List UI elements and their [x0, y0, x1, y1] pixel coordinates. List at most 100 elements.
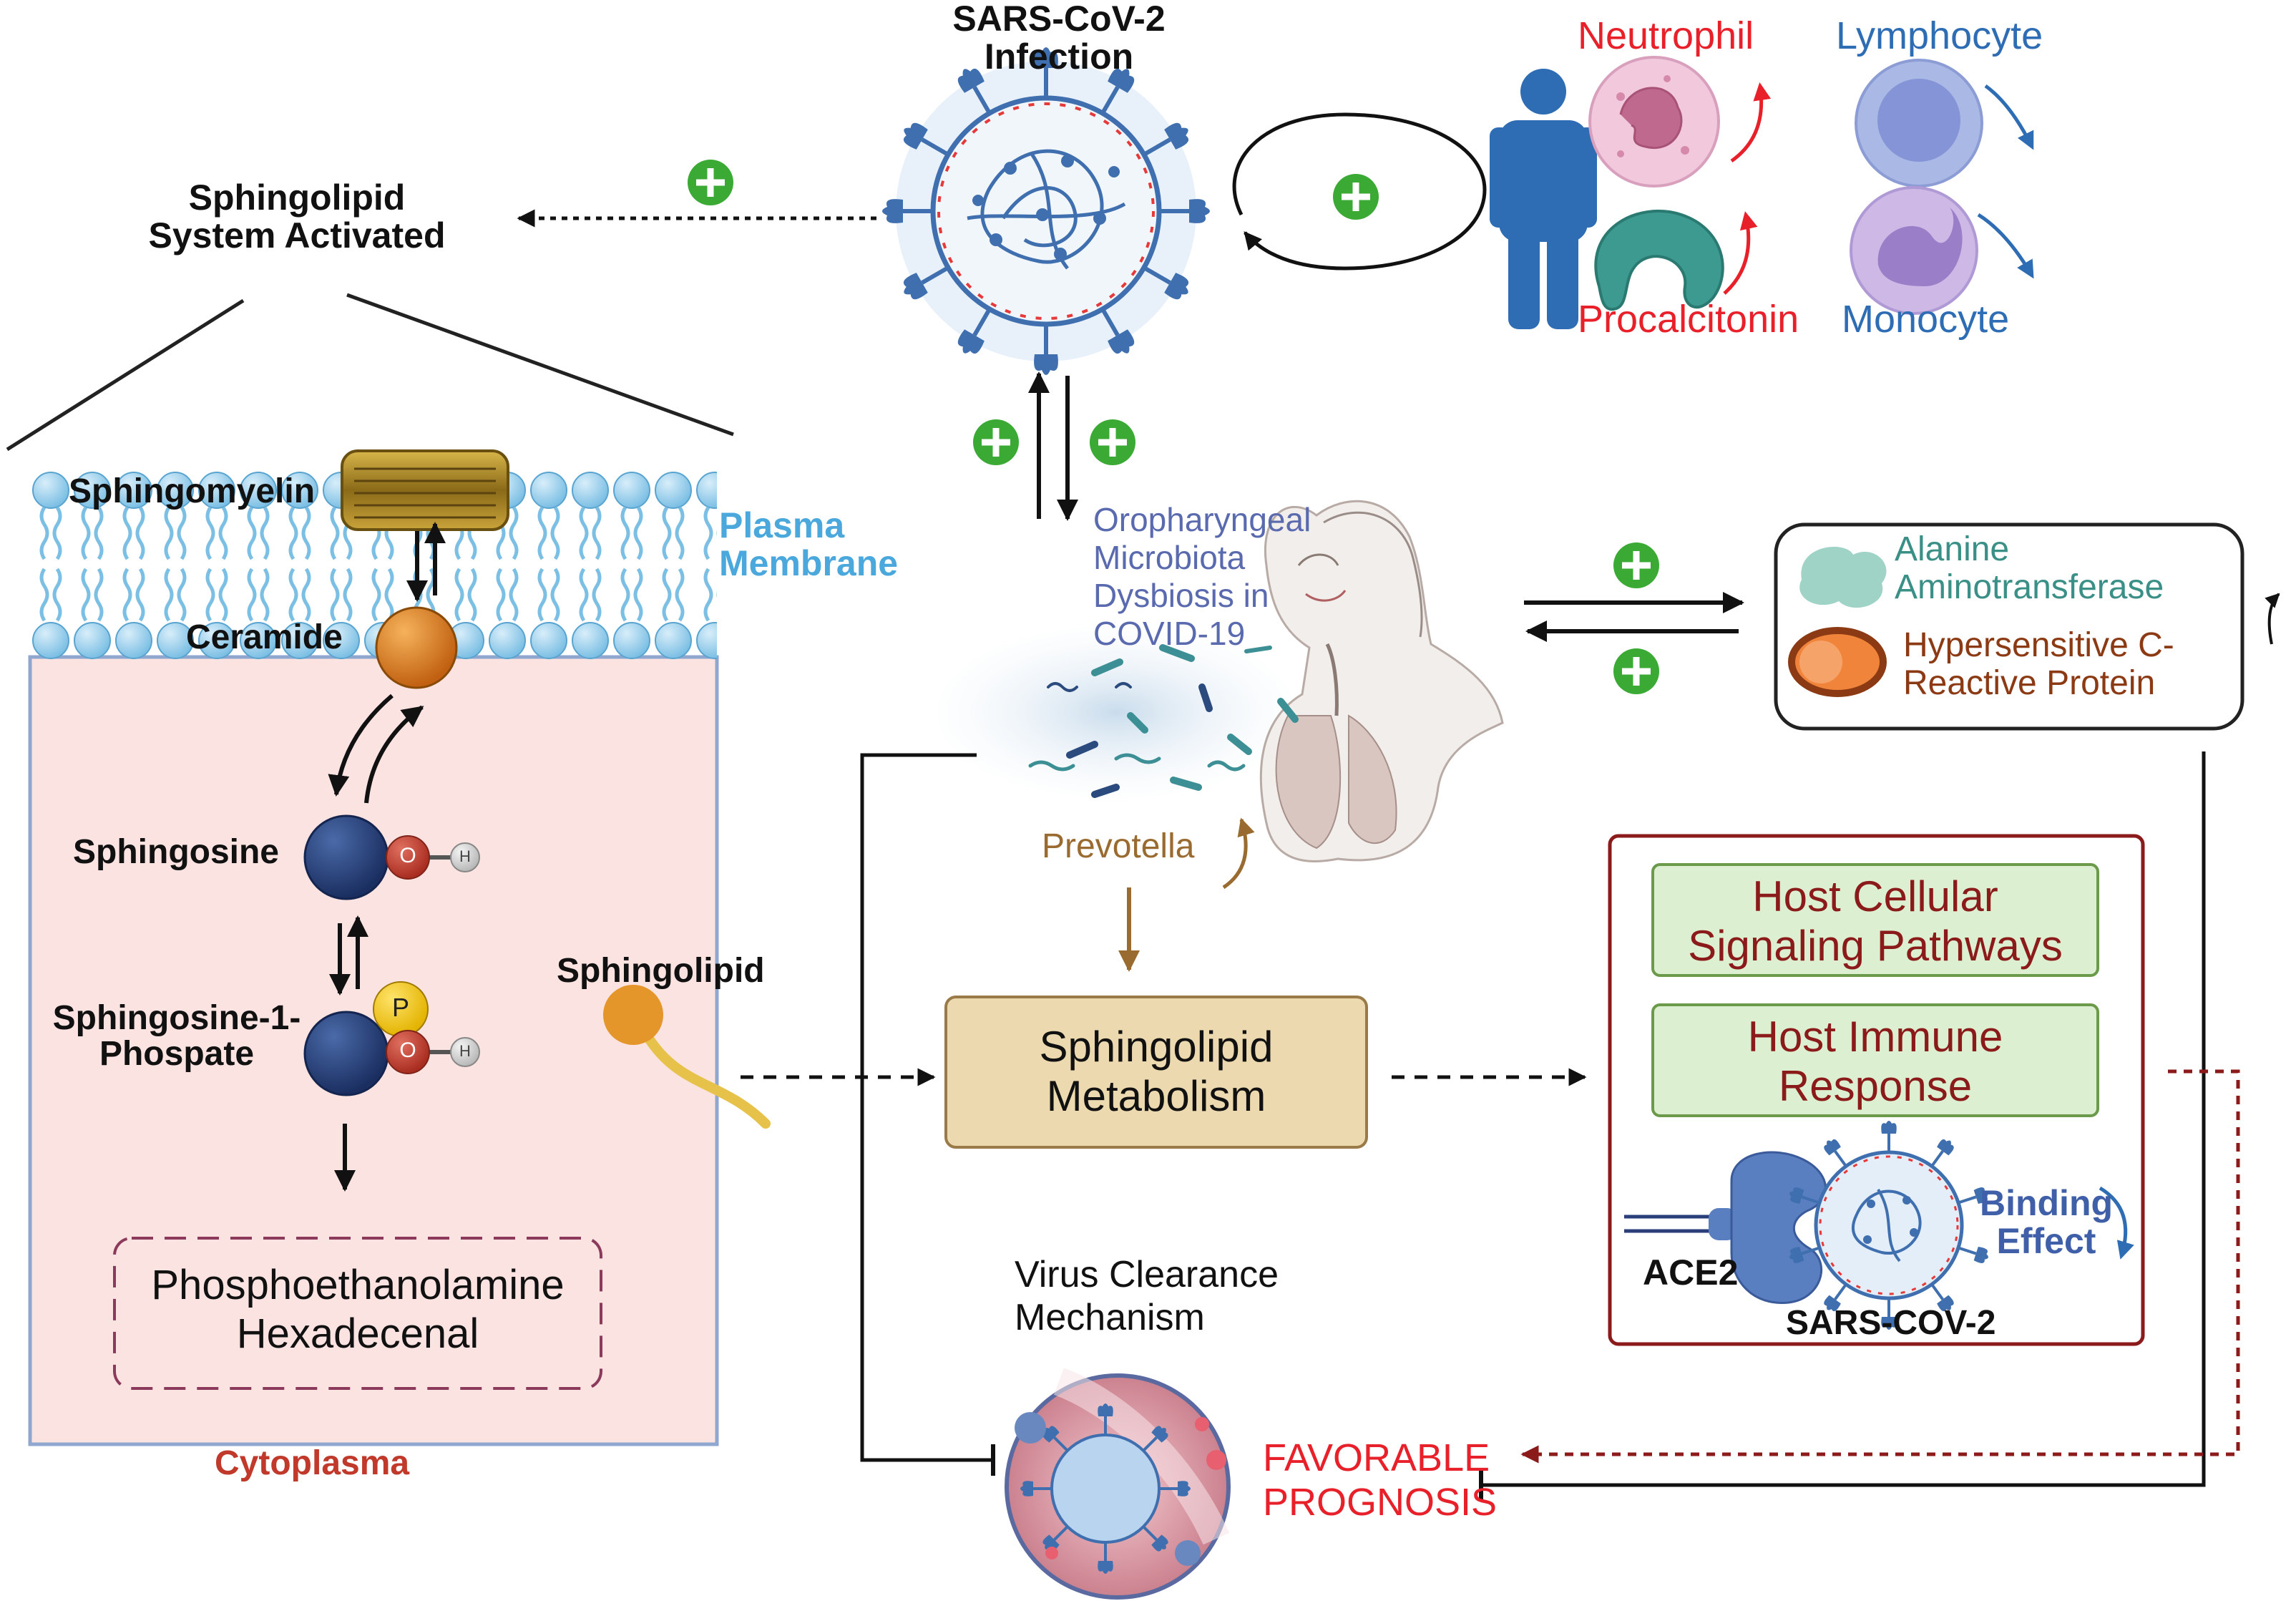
arrow-ceramide-to-sphingosine	[328, 694, 394, 797]
s1p-oxygen-label: O	[399, 1038, 416, 1062]
metabolism-line1: Sphingolipid	[1039, 1023, 1274, 1071]
host-signaling-line2: Signaling Pathways	[1688, 922, 2063, 970]
sphingosine-oxygen-label: O	[399, 844, 416, 867]
sars-infection-title: SARS-CoV-2 Infection	[930, 0, 1188, 75]
s1p-label-line2: Phospate	[99, 1035, 255, 1074]
patient-lungs-icon	[937, 500, 1504, 862]
sars-title-line2: Infection	[984, 36, 1134, 77]
s1p-phosphorus-label: P	[391, 993, 409, 1022]
neutrophil-cell-icon	[1588, 56, 1720, 188]
host-signaling-box	[1651, 863, 2099, 977]
arrow-markers-up	[2265, 593, 2280, 645]
arrow-monocyte-down	[1977, 213, 2034, 279]
sphingomyelin-icon	[341, 449, 509, 531]
procalcitonin-label: Procalcitonin	[1578, 298, 1799, 341]
arrow-prevotella-up	[1222, 817, 1255, 890]
virus-icon	[882, 47, 1210, 375]
hexadecenal-label: Hexadecenal	[236, 1310, 479, 1358]
prevotella-label: Prevotella	[1042, 827, 1195, 865]
plus-icon	[1333, 174, 1379, 220]
alt-line1: Alanine	[1895, 530, 2010, 568]
alt-line2: Aminotransferase	[1895, 568, 2164, 606]
zoom-line-left	[6, 298, 245, 452]
monocyte-label: Monocyte	[1842, 298, 2010, 341]
sphingosine-label: Sphingosine	[73, 833, 279, 871]
arrow-neutrophil-up	[1730, 82, 1772, 163]
s1p-hydrogen-label: H	[459, 1042, 471, 1060]
inhibition-line-microbiota	[860, 753, 993, 1462]
metabolism-line2: Metabolism	[1046, 1072, 1266, 1120]
crp-line1: Hypersensitive C-	[1903, 626, 2174, 664]
markers-box	[1774, 522, 2244, 731]
sphingolipid-molecule-icon	[603, 985, 771, 1129]
sphingomyelin-label: Sphingomyelin	[69, 472, 316, 510]
crp-label: Hypersensitive C- Reactive Protein	[1903, 626, 2174, 703]
binding-effect-label: Binding Effect	[1964, 1184, 2129, 1260]
plus-icon	[1613, 542, 1659, 588]
plasma-membrane-label: Plasma Membrane	[719, 507, 898, 582]
sphingolipid-label: Sphingolipid	[557, 952, 765, 990]
neutrophil-label: Neutrophil	[1578, 14, 1754, 57]
binding-line1: Binding	[1979, 1183, 2114, 1223]
metabolism-box	[944, 996, 1368, 1149]
crp-protein-icon	[1788, 627, 1887, 697]
procalcitonin-icon	[1594, 209, 1724, 311]
s1p-molecule-icon	[303, 981, 480, 1096]
oropharyngeal-label: Oropharyngeal Microbiota Dysbiosis in CO…	[1093, 501, 1311, 653]
ceramide-molecule-icon	[375, 606, 458, 689]
bacteria-icon	[1028, 644, 1299, 798]
sphingosine-molecule-icon	[303, 814, 480, 900]
host-immune-box	[1651, 1003, 2099, 1117]
sphingolipid-system-line2: System Activated	[148, 215, 446, 256]
s1p-label-line1: Sphingosine-1-	[52, 999, 301, 1037]
lymphocyte-label: Lymphocyte	[1836, 14, 2043, 57]
inhibition-line-markers	[1481, 751, 2206, 1487]
sars-cov2-label: SARS-COV-2	[1786, 1304, 1996, 1342]
favorable-prognosis-label: FAVORABLE PROGNOSIS	[1263, 1436, 1497, 1524]
lymphocyte-cell-icon	[1855, 59, 1983, 188]
crp-line2: Reactive Protein	[1903, 663, 2156, 702]
plasma-membrane-line2: Membrane	[719, 542, 899, 583]
arrow-binding-effect	[2099, 1186, 2134, 1260]
products-label: Phosphoethanolamine Hexadecenal	[114, 1261, 601, 1359]
person-icon	[1490, 69, 1597, 329]
sphingolipid-system-line1: Sphingolipid	[188, 177, 406, 218]
arrow-feedback-loop	[1232, 112, 1487, 271]
metabolism-label: Sphingolipid Metabolism	[946, 1022, 1367, 1121]
ace2-label: ACE2	[1643, 1252, 1739, 1293]
virus-clearance-label: Virus Clearance Mechanism	[1015, 1254, 1279, 1340]
alt-enzyme-icon	[1799, 547, 1887, 608]
arrow-host-to-prognosis	[1520, 1069, 2240, 1464]
products-box	[113, 1237, 602, 1390]
oro-line2: Microbiota	[1093, 538, 1246, 576]
host-signaling-line1: Host Cellular	[1752, 872, 1998, 920]
favorable-line2: PROGNOSIS	[1263, 1481, 1498, 1524]
alt-label: Alanine Aminotransferase	[1895, 530, 2164, 607]
cytoplasma-label: Cytoplasma	[215, 1444, 410, 1482]
oro-line3: Dysbiosis in	[1093, 576, 1269, 614]
binding-line2: Effect	[1996, 1220, 2096, 1261]
ceramide-label: Ceramide	[186, 618, 343, 656]
oro-line4: COVID-19	[1093, 614, 1246, 652]
plus-icon	[973, 419, 1019, 465]
phosphoethanolamine-label: Phosphoethanolamine	[151, 1262, 565, 1308]
host-immune-line1: Host Immune	[1747, 1013, 2003, 1061]
oro-line1: Oropharyngeal	[1093, 501, 1311, 538]
arrow-sphingosine-to-ceramide	[364, 705, 424, 804]
plus-icon	[1613, 648, 1659, 694]
plus-icon	[688, 160, 733, 205]
monocyte-cell-icon	[1850, 186, 1978, 315]
virus-clearance-line2: Mechanism	[1015, 1296, 1205, 1338]
arrow-lymphocyte-down	[1984, 84, 2034, 150]
arrow-procalcitonin-up	[1723, 211, 1758, 295]
plus-icon	[1090, 419, 1135, 465]
host-immune-label: Host Immune Response	[1653, 1012, 2098, 1111]
host-immune-line2: Response	[1778, 1062, 1973, 1110]
sphingosine-hydrogen-label: H	[459, 847, 471, 865]
zoom-line-right	[346, 293, 734, 437]
host-signaling-label: Host Cellular Signaling Pathways	[1653, 872, 2098, 970]
virus-icon	[1785, 1119, 1993, 1331]
favorable-line1: FAVORABLE	[1263, 1436, 1490, 1479]
